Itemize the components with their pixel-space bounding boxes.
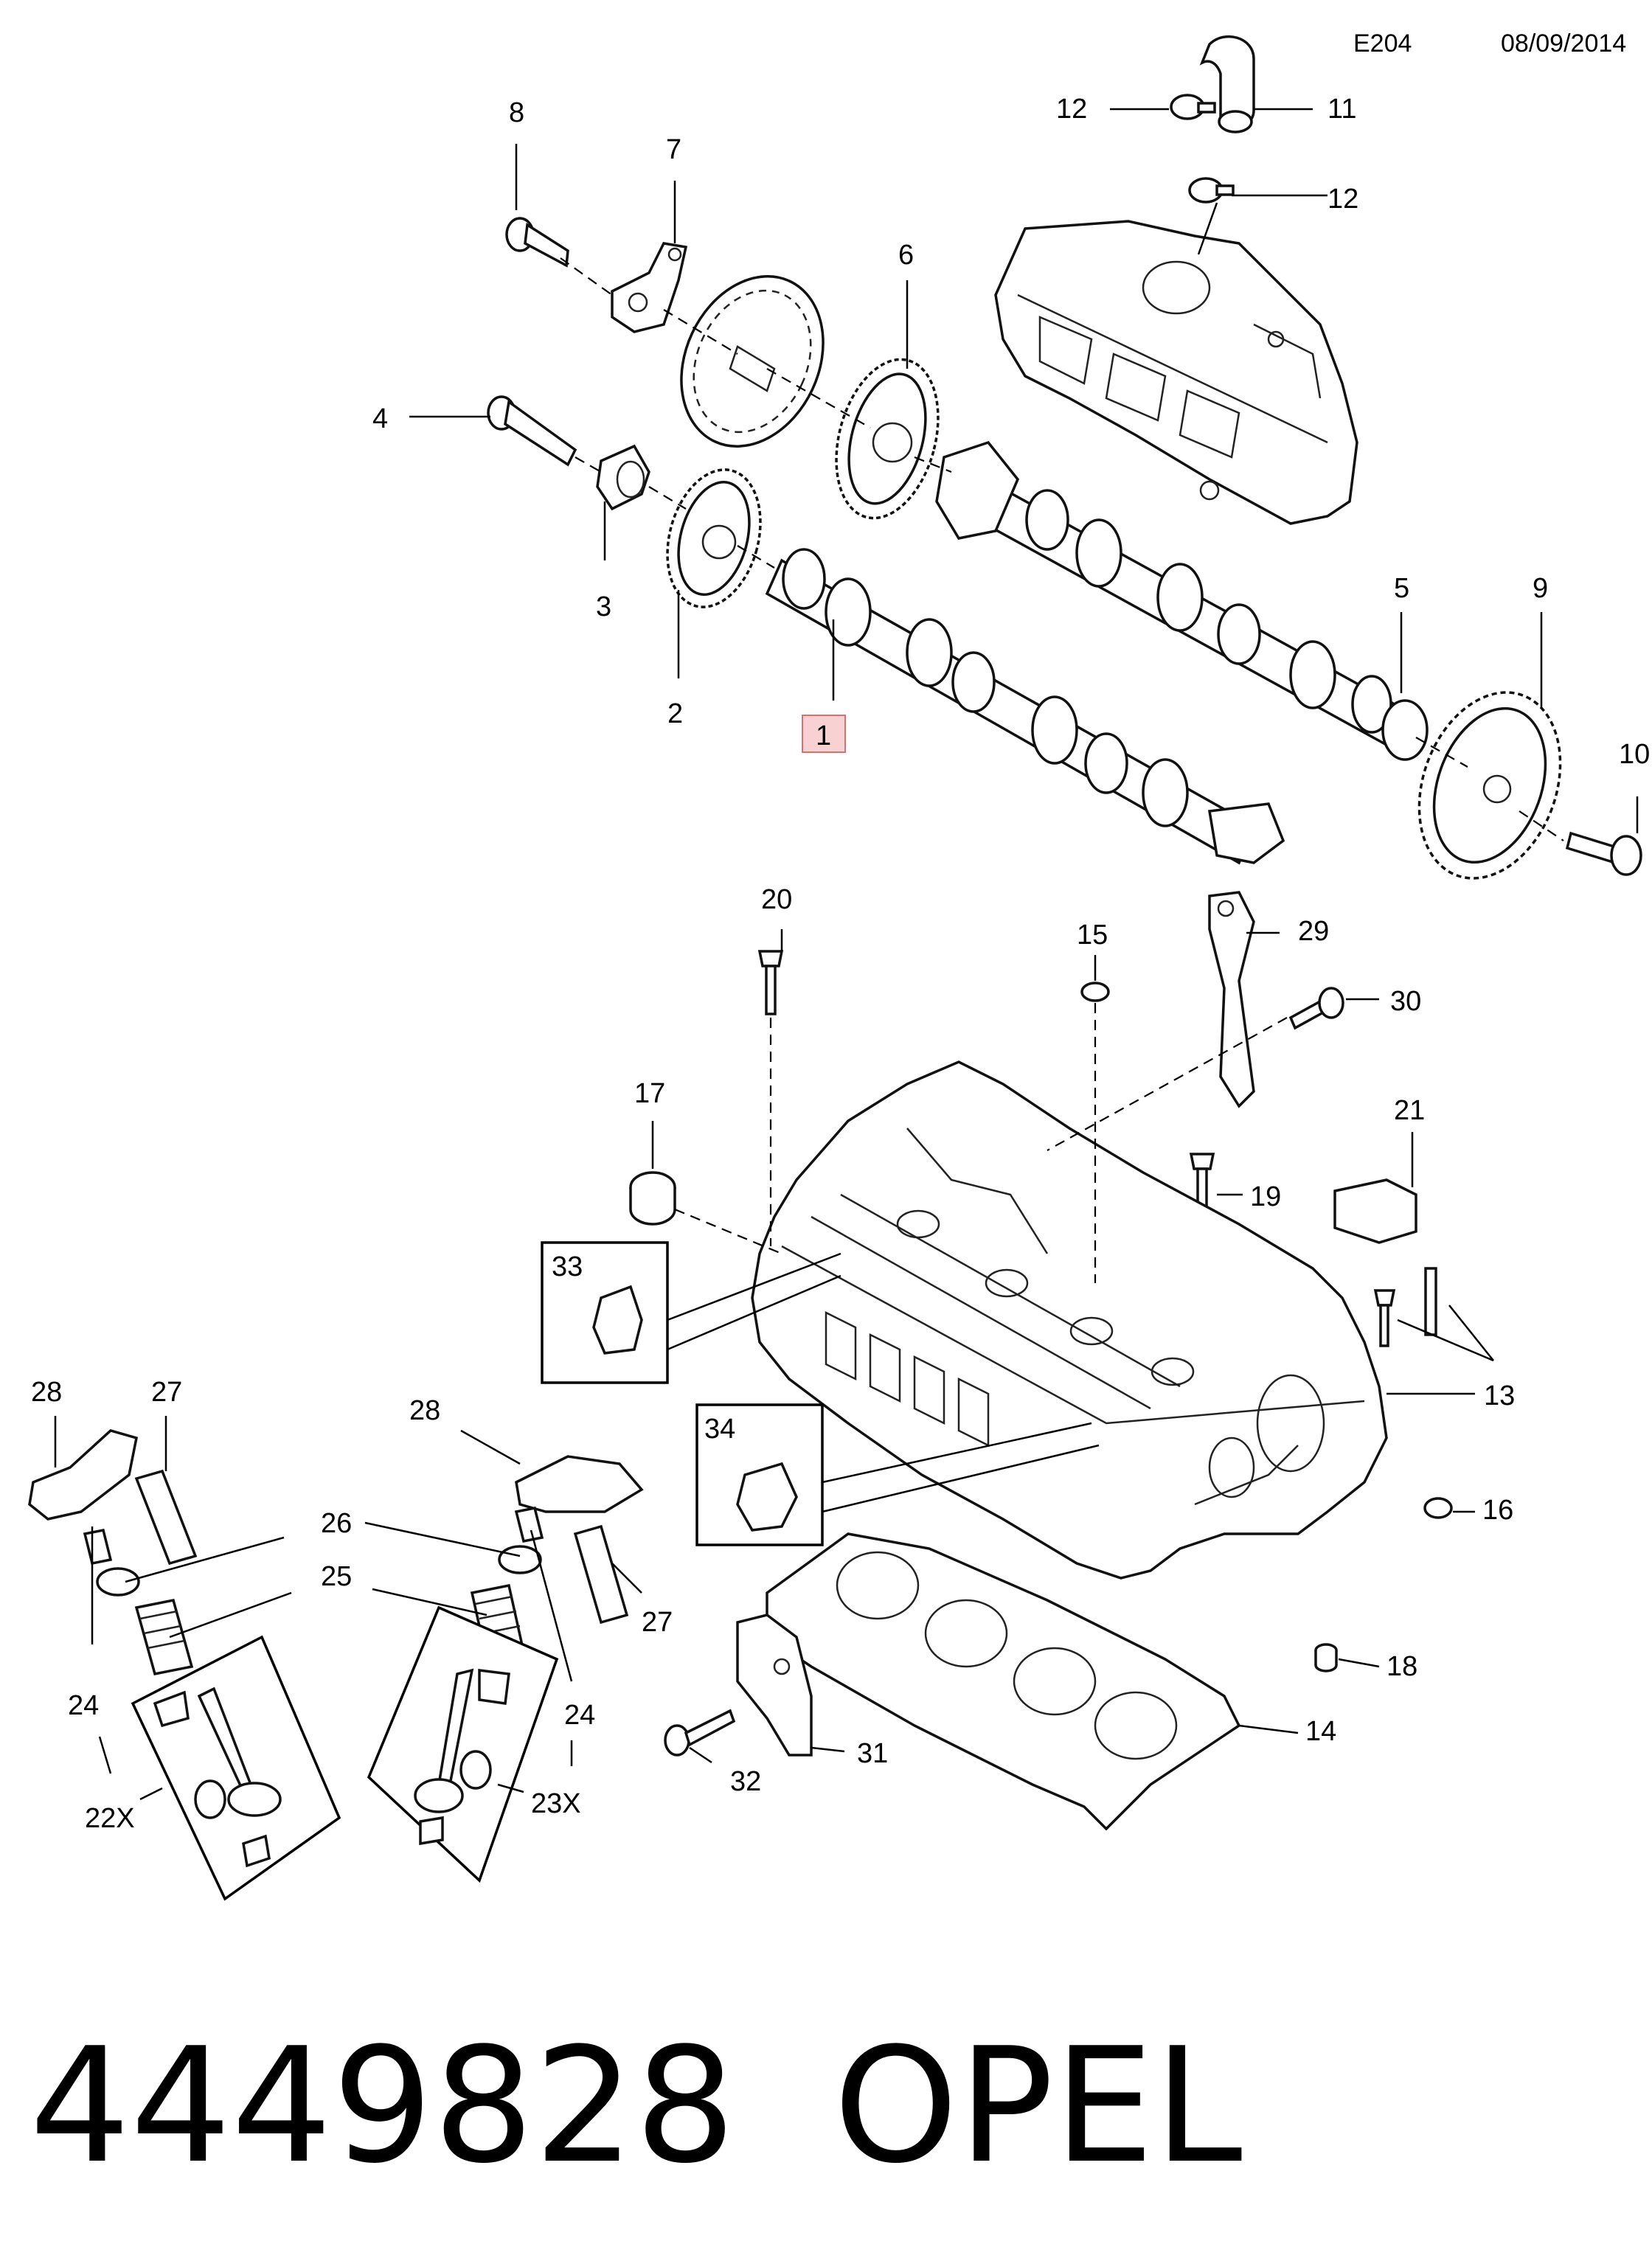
label-8[interactable]: 8 xyxy=(509,97,524,128)
label-24a[interactable]: 24 xyxy=(68,1690,99,1721)
label-30[interactable]: 30 xyxy=(1390,986,1421,1017)
label-7[interactable]: 7 xyxy=(666,134,681,165)
cylinder-head[interactable] xyxy=(751,1060,1388,1580)
hose-clamp-12a[interactable] xyxy=(1170,94,1216,120)
label-31[interactable]: 31 xyxy=(857,1738,888,1769)
label-12a[interactable]: 12 xyxy=(1056,94,1087,125)
brand-name: OPEL xyxy=(833,2013,1243,2198)
label-32[interactable]: 32 xyxy=(730,1766,761,1797)
label-28a[interactable]: 28 xyxy=(31,1377,62,1408)
label-13[interactable]: 13 xyxy=(1484,1380,1515,1411)
bolt-30[interactable] xyxy=(1288,987,1344,1030)
dowel-pin-18[interactable] xyxy=(1314,1643,1338,1672)
label-12b[interactable]: 12 xyxy=(1328,184,1358,215)
seal-16[interactable] xyxy=(1423,1497,1453,1519)
bolt-20[interactable] xyxy=(757,950,784,1015)
label-2[interactable]: 2 xyxy=(667,698,683,729)
label-21[interactable]: 21 xyxy=(1394,1095,1425,1126)
diagram-code: E204 xyxy=(1353,29,1412,58)
plug-17[interactable] xyxy=(629,1171,676,1226)
label-24b[interactable]: 24 xyxy=(564,1700,595,1731)
label-23x[interactable]: 23X xyxy=(531,1788,581,1819)
part-number: 4449828 xyxy=(30,2013,736,2198)
label-9[interactable]: 9 xyxy=(1533,573,1548,604)
stud-13a[interactable] xyxy=(1373,1289,1396,1347)
label-27a[interactable]: 27 xyxy=(151,1377,182,1408)
label-25[interactable]: 25 xyxy=(321,1561,352,1592)
label-22x[interactable]: 22X xyxy=(85,1803,135,1834)
spring-retainer-26b[interactable] xyxy=(498,1545,542,1574)
gear-2[interactable] xyxy=(653,459,774,618)
label-15[interactable]: 15 xyxy=(1077,920,1108,951)
label-29[interactable]: 29 xyxy=(1298,916,1329,947)
label-10[interactable]: 10 xyxy=(1619,739,1650,770)
label-17[interactable]: 17 xyxy=(634,1078,665,1109)
label-14[interactable]: 14 xyxy=(1305,1716,1336,1747)
bolt-8[interactable] xyxy=(505,217,569,268)
camshaft-1[interactable] xyxy=(765,548,1285,865)
label-26[interactable]: 26 xyxy=(321,1508,352,1539)
inset-33[interactable] xyxy=(541,1241,841,1384)
valve-keeper-24a[interactable] xyxy=(83,1528,113,1566)
camshaft-intake[interactable] xyxy=(935,440,1429,761)
bush-3[interactable] xyxy=(596,444,650,511)
valve-kit-23x[interactable] xyxy=(367,1605,559,1883)
bolt-4[interactable] xyxy=(487,395,577,467)
sensor-wheel-bracket-7[interactable] xyxy=(611,242,688,333)
label-28b[interactable]: 28 xyxy=(409,1395,440,1426)
plug-15[interactable] xyxy=(1080,982,1110,1002)
inset-34[interactable] xyxy=(695,1403,1100,1546)
highlight-box xyxy=(802,715,846,753)
label-34[interactable]: 34 xyxy=(704,1414,735,1445)
rocker-arm-28a[interactable] xyxy=(28,1429,139,1521)
label-1[interactable]: 1 xyxy=(816,720,831,751)
label-19[interactable]: 19 xyxy=(1250,1181,1281,1212)
valve-keeper-24b[interactable] xyxy=(514,1506,544,1543)
spring-retainer-26a[interactable] xyxy=(96,1567,140,1597)
label-27b[interactable]: 27 xyxy=(642,1607,673,1638)
hose-11[interactable] xyxy=(1199,35,1255,133)
label-3[interactable]: 3 xyxy=(596,591,611,622)
label-6[interactable]: 6 xyxy=(898,240,914,271)
rocker-arm-28b[interactable] xyxy=(515,1455,644,1513)
label-5[interactable]: 5 xyxy=(1394,573,1409,604)
bolt-32[interactable] xyxy=(664,1709,736,1757)
hose-clamp-12b[interactable] xyxy=(1188,177,1235,204)
label-20[interactable]: 20 xyxy=(761,884,792,915)
valve-spring-25a[interactable] xyxy=(134,1598,194,1676)
bolt-10[interactable] xyxy=(1565,831,1642,876)
stud-13b[interactable] xyxy=(1424,1267,1437,1336)
bracket-29[interactable] xyxy=(1208,891,1255,1108)
cam-cover[interactable] xyxy=(994,220,1358,525)
valve-kit-22x[interactable] xyxy=(131,1635,341,1901)
label-4[interactable]: 4 xyxy=(372,403,388,434)
hydraulic-lifter-27b[interactable] xyxy=(573,1524,629,1625)
gear-6[interactable] xyxy=(820,348,955,529)
diagram-date: 08/09/2014 xyxy=(1501,29,1626,58)
head-gasket-14[interactable] xyxy=(766,1532,1241,1831)
hydraulic-lifter-27a[interactable] xyxy=(134,1469,198,1566)
bracket-21[interactable] xyxy=(1333,1178,1417,1244)
label-16[interactable]: 16 xyxy=(1482,1495,1513,1526)
reluctor-wheel[interactable] xyxy=(655,253,850,470)
gear-9[interactable] xyxy=(1395,673,1585,898)
bracket-31[interactable] xyxy=(736,1613,813,1757)
label-18[interactable]: 18 xyxy=(1386,1651,1417,1682)
label-11[interactable]: 11 xyxy=(1328,94,1356,125)
label-33[interactable]: 33 xyxy=(552,1251,583,1282)
